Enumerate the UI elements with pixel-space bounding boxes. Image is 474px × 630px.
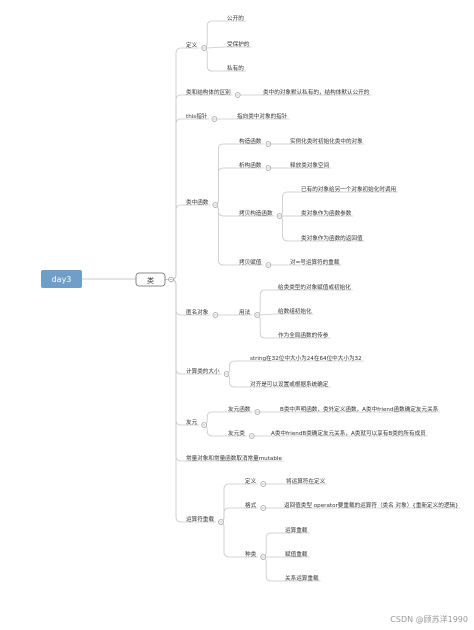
node-label-def2[interactable]: 受保护的 <box>227 40 250 48</box>
node-label-kind2[interactable]: 赋值重载 <box>285 550 308 558</box>
connector-lines <box>82 20 461 582</box>
edge-cls-const <box>165 279 183 462</box>
edge-op-opdef <box>217 483 242 523</box>
node-label-def1[interactable]: 公开的 <box>227 14 244 22</box>
class-node[interactable] <box>135 272 166 287</box>
node-label-func[interactable]: 类中函数 <box>186 198 209 206</box>
node-label-friend[interactable]: 友元 <box>186 418 198 426</box>
node-label-use[interactable]: 用法 <box>239 308 251 316</box>
edge-cls-this <box>165 118 183 280</box>
node-label-use1[interactable]: 给类类型的对象赋值或初始化 <box>278 283 351 291</box>
edge-op-kind <box>217 521 242 558</box>
node-label-opdef[interactable]: 定义 <box>245 477 257 485</box>
edge-use-use1 <box>254 289 275 316</box>
node-label-kind[interactable]: 种类 <box>245 550 257 558</box>
edge-cls-diff <box>165 94 183 280</box>
node-label-use3[interactable]: 作为全局函数的传参 <box>278 331 329 339</box>
node-label-anon[interactable]: 匿名对象 <box>186 308 209 316</box>
edge-kind-kind1 <box>260 532 282 558</box>
node-label-copy2[interactable]: 类对象作为函数参数 <box>301 209 352 217</box>
node-label-kind3[interactable]: 关系运算重载 <box>285 574 319 582</box>
edge-use-use3 <box>254 314 275 339</box>
edge-cls-friend <box>165 279 183 426</box>
edge-func-dtor <box>212 167 236 206</box>
node-label-copy1[interactable]: 已有的对象给另一个对象初始化时调用 <box>301 185 396 193</box>
edge-cls-size <box>165 279 183 375</box>
node-label-ctor1[interactable]: 实例化类时初始化类中的对象 <box>290 137 363 145</box>
edge-def-def1 <box>201 20 224 49</box>
root-node[interactable] <box>41 270 82 288</box>
watermark: CSDN @顾苏洋1990 <box>390 615 468 624</box>
node-label-fcls[interactable]: 友元类 <box>228 429 245 437</box>
node-label-op[interactable]: 运算符重载 <box>186 515 214 523</box>
node-label-assign[interactable]: 拷贝赋值 <box>239 258 262 266</box>
edge-func-assign <box>212 204 236 266</box>
node-label-copy[interactable]: 拷贝构造函数 <box>239 209 273 217</box>
edge-cls-op <box>165 279 183 523</box>
edge-def-def3 <box>201 47 224 72</box>
node-label-def[interactable]: 定义 <box>186 41 198 49</box>
node-label-diff[interactable]: 类和结构体的区别 <box>186 88 231 96</box>
node-label-const[interactable]: 常量对象和常量函数取消常量mutable <box>186 454 282 462</box>
node-label-opdef1[interactable]: 将运算符在定义 <box>286 477 326 485</box>
node-label-fmt[interactable]: 格式 <box>245 501 257 509</box>
node-markers <box>168 45 283 560</box>
edge-cls-def <box>165 47 183 280</box>
node-label-assign1[interactable]: 对=号运算符的重载 <box>290 258 340 266</box>
edge-cls-anon <box>165 279 183 316</box>
node-label-dtor1[interactable]: 释放类对象空间 <box>290 161 330 169</box>
node-label-ctor[interactable]: 构造函数 <box>239 137 262 145</box>
node-label-fcls1[interactable]: A类中friendB类确定友元关系，A类就可以享有B类的所有成员 <box>271 429 426 437</box>
node-label-this[interactable]: this指针 <box>186 112 208 120</box>
edge-cls-func <box>165 204 183 280</box>
edge-kind-kind3 <box>260 556 282 582</box>
node-label-diff1[interactable]: 类中的对象默认私有的，结构体默认公开的 <box>263 88 370 96</box>
node-label-size1[interactable]: string在32位中大小为24在64位中大小为32 <box>250 354 362 362</box>
node-label-size2[interactable]: 对齐是可以设置或根据系统确定 <box>250 380 329 388</box>
node-label-this1[interactable]: 指向类中对象的指针 <box>237 112 288 120</box>
node-label-kind1[interactable]: 运算重载 <box>285 526 308 534</box>
node-label-ffunc1[interactable]: B类中声明函数，类外定义函数，A类中friend函数确定友元关系 <box>280 405 439 413</box>
node-label-use2[interactable]: 给数组初始化 <box>278 307 312 315</box>
node-label-dtor[interactable]: 析构函数 <box>239 161 262 169</box>
node-label-copy3[interactable]: 类对象作为函数的返回值 <box>301 234 363 242</box>
node-label-ffunc[interactable]: 友元函数 <box>228 405 251 413</box>
node-label-def3[interactable]: 私有的 <box>227 64 244 72</box>
class-node-label: 类 <box>147 276 154 285</box>
edge-func-ctor <box>212 143 236 206</box>
edge-copy-copy1 <box>276 191 298 217</box>
root-node-label: day3 <box>52 275 72 284</box>
edge-copy-copy3 <box>276 215 298 242</box>
node-label-fmt1[interactable]: 返回值类型 operator要重载的运算符（类名 对象）{重新定义的逻辑} <box>284 501 459 509</box>
node-label-size[interactable]: 计算类的大小 <box>186 367 220 375</box>
